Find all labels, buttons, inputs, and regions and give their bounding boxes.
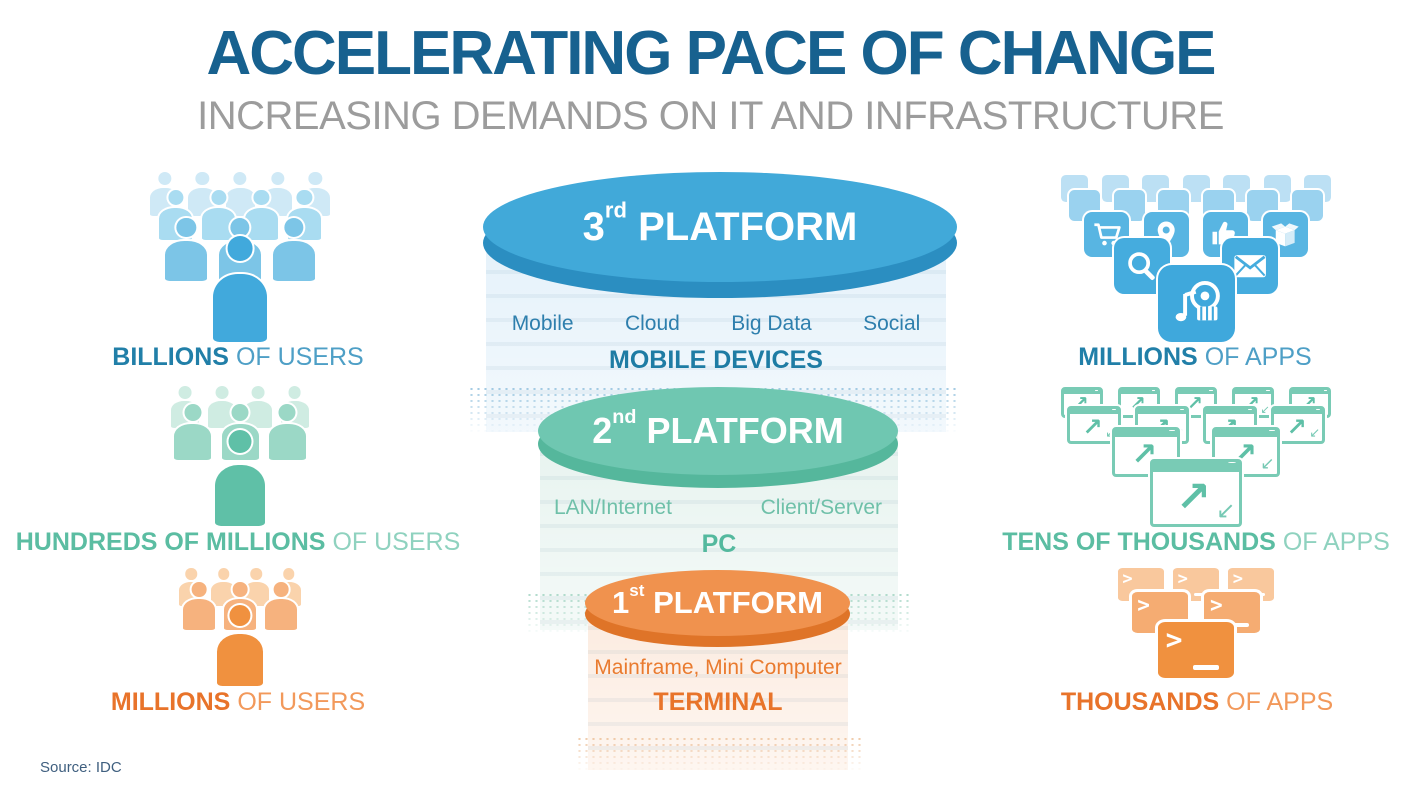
platform-3-device-label: MOBILE DEVICES bbox=[609, 346, 823, 374]
window-app-icon: ↗↙ bbox=[1112, 427, 1181, 477]
person-icon bbox=[207, 386, 236, 428]
tag-client-server: Client/Server bbox=[760, 496, 882, 519]
apps-tens-thousands-pyramid: ↗↙↗↙↗↙↗↙↗↙↗↙↗↙↗↙↗↙↗↙↗↙↗↙ bbox=[1046, 386, 1346, 546]
person-icon bbox=[272, 218, 315, 281]
person-icon bbox=[264, 582, 297, 630]
users-millions-pyramid bbox=[95, 566, 385, 756]
users-hundreds-millions-pyramid bbox=[95, 384, 385, 574]
window-app-icon: ↗↙ bbox=[1211, 427, 1280, 477]
users-billions-pyramid bbox=[95, 170, 385, 360]
tag-social: Social bbox=[863, 312, 921, 335]
tag-mobile: Mobile bbox=[511, 312, 574, 335]
platform-2-tags: LAN/Internet Client/Server bbox=[540, 496, 898, 520]
person-icon-front bbox=[213, 236, 267, 342]
terminal-app-icon: > bbox=[1158, 622, 1234, 678]
window-app-icon: ↗↙ bbox=[1150, 459, 1242, 527]
platform-3-tags: Mobile Cloud Big Data Social bbox=[486, 312, 946, 336]
page-subtitle: INCREASING DEMANDS ON IT AND INFRASTRUCT… bbox=[197, 94, 1224, 138]
tag-mainframe-mini-computer: Mainframe, Mini Computer bbox=[594, 656, 842, 679]
person-icon bbox=[244, 386, 273, 428]
person-icon bbox=[268, 404, 306, 460]
platform-1-fade-dots bbox=[576, 736, 862, 772]
page-title: ACCELERATING PACE OF CHANGE bbox=[206, 19, 1216, 88]
person-icon bbox=[174, 404, 212, 460]
platform-1-device-label: TERMINAL bbox=[653, 688, 783, 716]
media-app-icon bbox=[1157, 265, 1235, 342]
source-note: Source: IDC bbox=[40, 759, 122, 776]
window-app-icon: ↗↙ bbox=[1271, 406, 1326, 444]
person-icon bbox=[183, 582, 216, 630]
person-icon bbox=[202, 190, 236, 240]
tag-cloud: Cloud bbox=[624, 312, 680, 335]
person-icon-front bbox=[217, 605, 263, 686]
person-icon bbox=[165, 218, 208, 281]
tag-lan-internet: LAN/Internet bbox=[554, 496, 672, 519]
person-icon-front bbox=[215, 430, 265, 526]
person-icon bbox=[244, 190, 278, 240]
window-app-icon: ↗↙ bbox=[1066, 406, 1121, 444]
tag-big-data: Big Data bbox=[731, 312, 812, 335]
apps-millions-pyramid bbox=[1046, 174, 1346, 354]
apps-thousands-pyramid: >>>>>> bbox=[1046, 564, 1346, 694]
platform-2-device-label: PC bbox=[701, 530, 737, 558]
